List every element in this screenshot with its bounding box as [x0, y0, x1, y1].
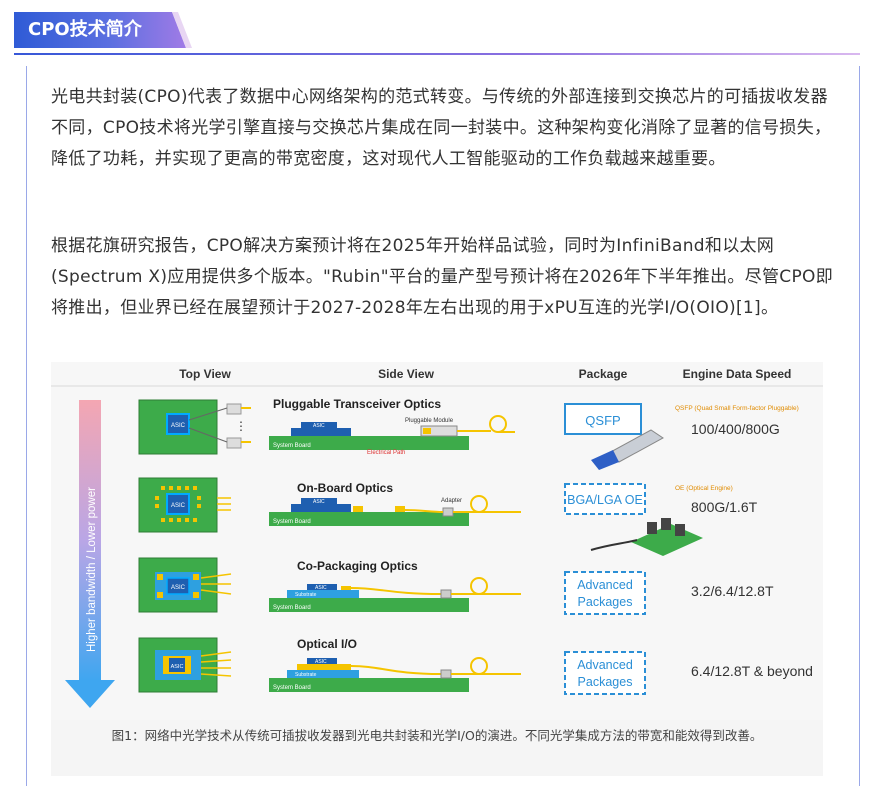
row1-package: QSFP — [585, 413, 620, 428]
arrow-label: Higher bandwidth / Lower power — [86, 487, 98, 652]
bandwidth-arrow: Higher bandwidth / Lower power — [65, 400, 115, 708]
row3-title: Co-Packaging Optics — [297, 559, 418, 573]
board-label: System Board — [273, 685, 311, 691]
figure-caption: 图1：网络中光学技术从传统可插拔收发器到光电共封装和光学I/O的演进。不同光学集… — [111, 728, 763, 743]
figure-cpo-evolution: Top View Side View Package Engine Data S… — [51, 362, 823, 720]
board-label: System Board — [273, 443, 311, 449]
header-underline — [14, 53, 860, 55]
qsfp-module-image — [591, 429, 664, 470]
paragraph-intro: 光电共封装(CPO)代表了数据中心网络架构的范式转变。与传统的外部连接到交换芯片… — [51, 87, 832, 169]
row1-side-note: Pluggable Module — [405, 418, 454, 424]
row2-package: BGA/LGA OE — [567, 493, 643, 507]
row1-package-note: QSFP (Quad Small Form-factor Pluggable) — [675, 405, 799, 412]
row-on-board: ASIC On-Board Optics System Board ASIC — [138, 477, 758, 556]
svg-text:⋮: ⋮ — [235, 419, 247, 433]
board-label: System Board — [273, 519, 311, 525]
paragraph-roadmap: 根据花旗研究报告，CPO解决方案预计将在2025年开始样品试验，同时为Infin… — [51, 236, 834, 318]
col-side-view: Side View — [378, 367, 434, 381]
asic-label: ASIC — [313, 499, 325, 505]
substrate-label: Substrate — [295, 592, 317, 598]
section-header: CPO技术简介 — [14, 12, 860, 56]
row-optical-io: ASIC Optical I/O System Board Substrate … — [138, 637, 813, 695]
row3-speed: 3.2/6.4/12.8T — [691, 583, 774, 599]
optical-engine-image — [590, 518, 703, 556]
row4-title: Optical I/O — [297, 637, 357, 651]
asic-label: ASIC — [171, 664, 184, 670]
asic-label: ASIC — [171, 585, 186, 591]
row1-speed: 100/400/800G — [691, 421, 780, 437]
content-box: 光电共封装(CPO)代表了数据中心网络架构的范式转变。与传统的外部连接到交换芯片… — [26, 66, 860, 786]
board-label: System Board — [273, 605, 311, 611]
substrate-label: Substrate — [295, 672, 317, 678]
row2-package-note: OE (Optical Engine) — [675, 485, 733, 492]
col-package: Package — [579, 367, 628, 381]
asic-label: ASIC — [171, 503, 186, 509]
section-title: CPO技术简介 — [14, 12, 186, 48]
row4-speed: 6.4/12.8T & beyond — [691, 663, 813, 679]
row2-title: On-Board Optics — [297, 481, 393, 495]
asic-label: ASIC — [315, 659, 327, 665]
col-engine-speed: Engine Data Speed — [683, 367, 792, 381]
asic-label: ASIC — [313, 423, 325, 429]
row2-speed: 800G/1.6T — [691, 499, 758, 515]
figure-caption-area: 图1：网络中光学技术从传统可插拔收发器到光电共封装和光学I/O的演进。不同光学集… — [51, 720, 823, 776]
asic-label: ASIC — [315, 585, 327, 591]
row2-side-note: Adapter — [441, 498, 462, 504]
asic-label: ASIC — [171, 423, 186, 429]
row-pluggable: ASIC ⋮ Pluggable Transceiver Optics Syst… — [138, 397, 799, 470]
row-co-packaging: ASIC Co-Packaging Optics System Board Su… — [138, 557, 774, 615]
row1-side-note2: Electrical Path — [367, 450, 405, 456]
row1-title: Pluggable Transceiver Optics — [273, 397, 441, 411]
col-top-view: Top View — [179, 367, 231, 381]
